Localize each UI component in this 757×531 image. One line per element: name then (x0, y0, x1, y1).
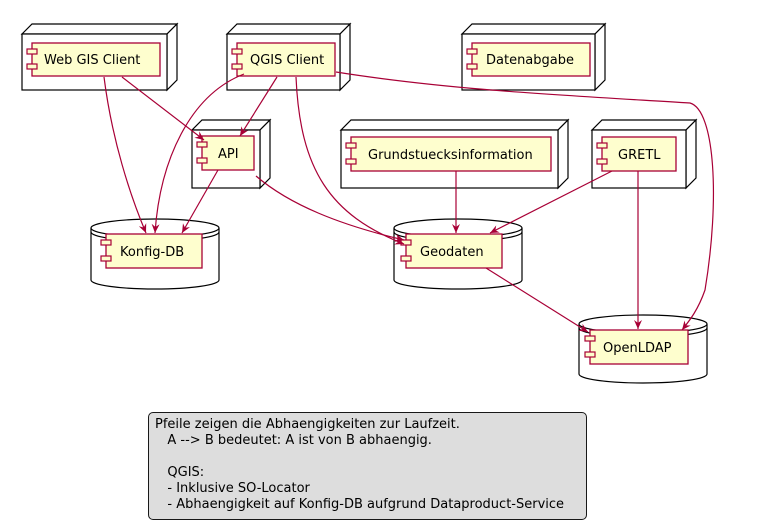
component-port-icon (196, 157, 208, 164)
component-grundstuecksinformation[interactable]: Grundstuecksinformation (345, 136, 552, 172)
component-port-icon (466, 63, 478, 70)
arrow-qgis-to-openldap (335, 71, 714, 331)
component-web-gis-client[interactable]: Web GIS Client (26, 42, 161, 77)
component-port-icon (231, 63, 243, 70)
component-port-icon (584, 351, 596, 358)
component-port-icon (26, 48, 38, 55)
component-datenabgabe[interactable]: Datenabgabe (466, 42, 591, 77)
component-qgis-client[interactable]: QGIS Client (231, 42, 336, 77)
component-port-icon (26, 63, 38, 70)
arrow-api-to-konfigdb (181, 169, 219, 234)
note-line: - Inklusive SO-Locator (155, 481, 310, 496)
component-port-icon (231, 48, 243, 55)
component-openldap[interactable]: OpenLDAP (584, 329, 689, 365)
component-label: QGIS Client (250, 53, 324, 68)
arrow-api-to-geodaten (255, 175, 405, 242)
component-port-icon (100, 255, 112, 262)
arrow-qgis-to-geodaten (295, 76, 405, 245)
component-api[interactable]: API (196, 135, 255, 171)
component-label: OpenLDAP (603, 341, 672, 356)
component-port-icon (196, 141, 208, 148)
component-port-icon (466, 48, 478, 55)
note-line: A --> B bedeutet: A ist von B abhaengig. (155, 433, 432, 448)
legend-note: Pfeile zeigen die Abhaengigkeiten zur La… (148, 412, 587, 520)
component-port-icon (400, 255, 412, 262)
arrow-geodaten-to-openldap (485, 267, 589, 333)
component-label: Grundstuecksinformation (368, 148, 533, 163)
component-port-icon (596, 142, 608, 149)
arrow-gretl-to-geodaten (489, 170, 613, 234)
note-line: - Abhaengigkeit auf Konfig-DB aufgrund D… (155, 497, 565, 512)
component-port-icon (345, 158, 357, 165)
component-geodaten[interactable]: Geodaten (400, 233, 503, 269)
arrow-webgis-to-konfigdb (103, 76, 147, 234)
component-port-icon (584, 335, 596, 342)
component-label: Datenabgabe (486, 53, 574, 68)
component-label: Geodaten (420, 245, 484, 260)
component-konfig-db[interactable]: Konfig-DB (100, 233, 203, 269)
component-port-icon (596, 158, 608, 165)
note-line (155, 449, 586, 465)
component-label: Konfig-DB (120, 245, 184, 260)
arrow-qgis-to-api (239, 76, 278, 137)
component-label: GRETL (618, 148, 661, 163)
arrow-webgis-to-api (121, 76, 205, 141)
arrow-qgis-to-konfigdb (151, 73, 245, 234)
note-line: QGIS: (155, 465, 205, 480)
component-port-icon (400, 239, 412, 246)
component-port-icon (345, 142, 357, 149)
component-port-icon (100, 239, 112, 246)
component-gretl[interactable]: GRETL (596, 136, 677, 172)
component-label: Web GIS Client (44, 53, 140, 68)
component-label: API (218, 147, 239, 162)
note-line: Pfeile zeigen die Abhaengigkeiten zur La… (155, 417, 460, 432)
